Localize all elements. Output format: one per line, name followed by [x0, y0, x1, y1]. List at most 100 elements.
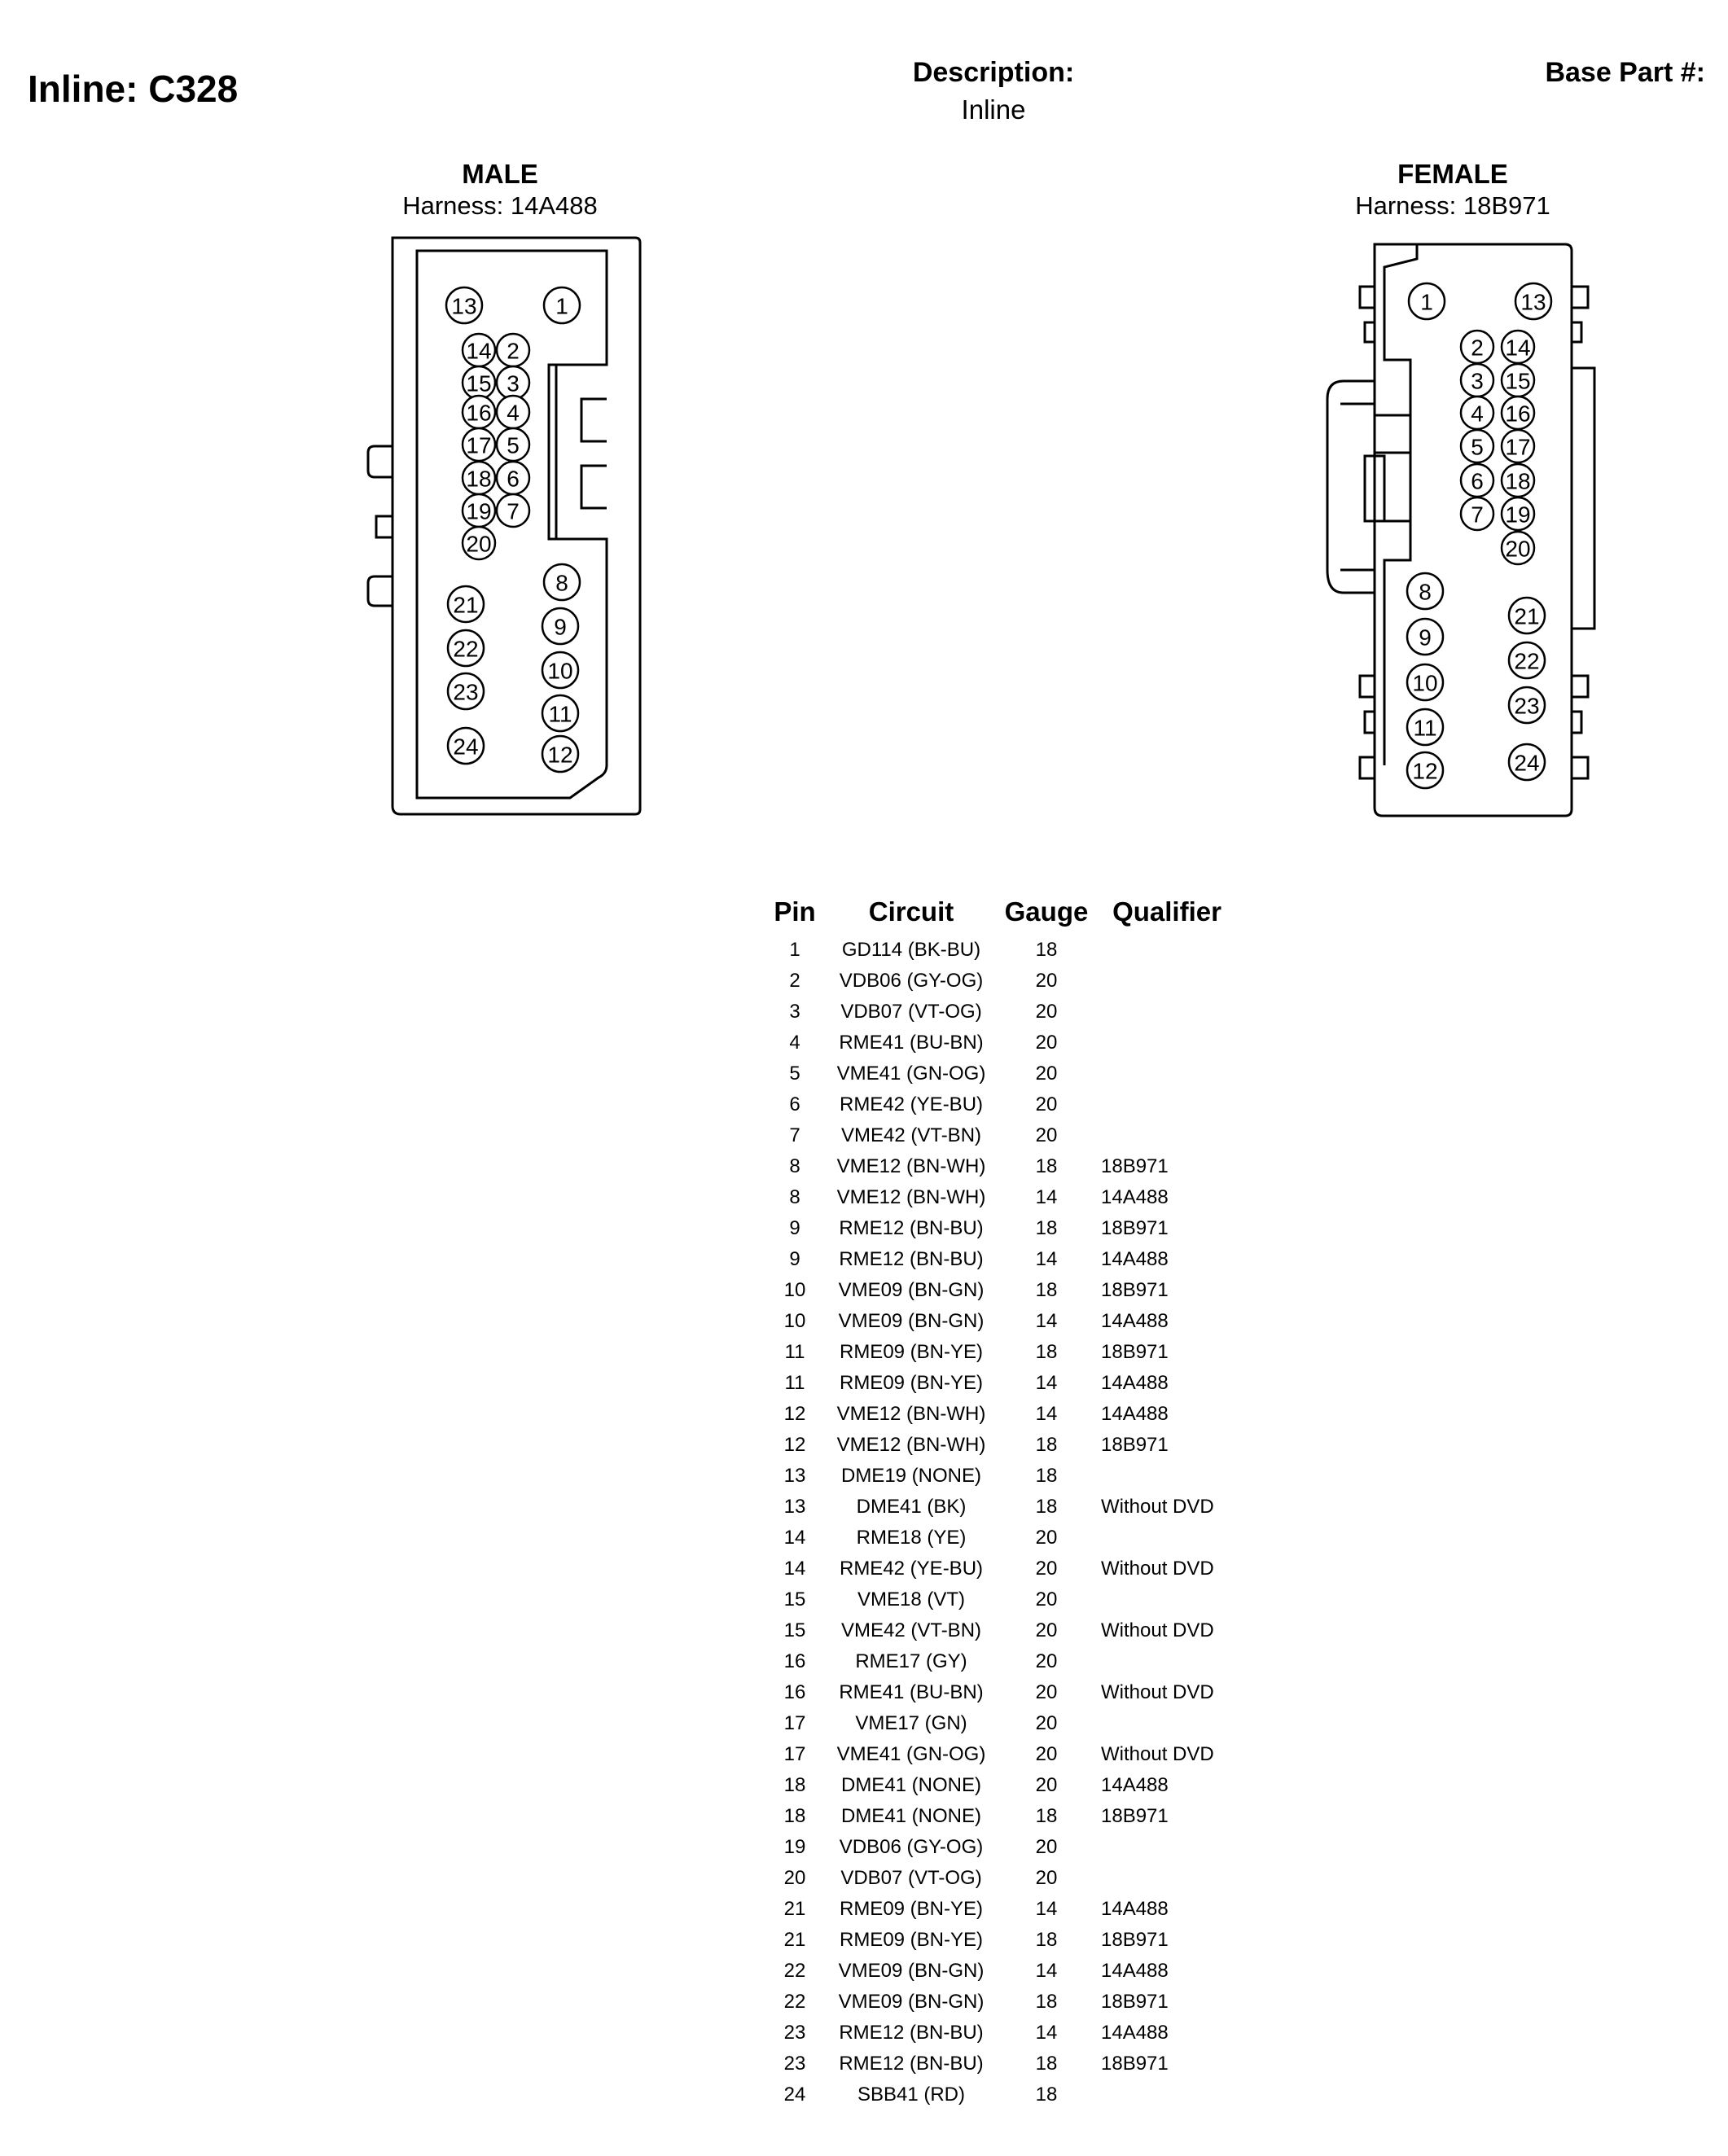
gauge-cell: 20 [1035, 1001, 1058, 1023]
svg-text:18: 18 [1505, 469, 1530, 494]
circuit-cell: RME42 (YE-BU) [839, 1093, 984, 1115]
male-pin: 18 [461, 460, 497, 496]
gauge-cell: 14 [1035, 1248, 1058, 1270]
female-pin: 4 [1459, 395, 1495, 431]
qualifier-cell: 18B971 [1101, 1155, 1169, 1177]
qualifier-cell: 14A488 [1101, 1774, 1169, 1796]
circuit-cell: RME09 (BN-YE) [839, 1372, 984, 1394]
svg-text:1: 1 [555, 294, 568, 319]
qualifier-cell: 18B971 [1101, 1929, 1169, 1951]
qualifier-cell [1094, 1089, 1239, 1120]
pin-cell: 22 [783, 1960, 806, 1982]
male-pin: 24 [446, 726, 485, 765]
circuit-cell: VME17 (GN) [855, 1712, 967, 1734]
circuit-cell: VME09 (BN-GN) [838, 1991, 985, 2013]
pin-cell: 5 [789, 1063, 800, 1085]
qualifier-cell: 14A488 [1101, 2022, 1169, 2044]
qualifier-cell [1094, 997, 1239, 1028]
svg-text:10: 10 [547, 659, 572, 684]
svg-text:19: 19 [466, 499, 491, 524]
circuit-cell: VME41 (GN-OG) [836, 1063, 986, 1085]
pin-cell: 12 [783, 1434, 806, 1456]
circuit-cell: RME18 (YE) [856, 1527, 967, 1549]
svg-text:1: 1 [1420, 290, 1433, 315]
circuit-cell: RME12 (BN-BU) [839, 2022, 984, 2044]
svg-text:17: 17 [1505, 435, 1530, 460]
male-connector-name: MALE [462, 159, 538, 189]
pin-cell: 17 [783, 1712, 806, 1734]
pin-cell: 11 [784, 1372, 805, 1394]
female-pin: 13 [1514, 282, 1553, 321]
gauge-cell: 18 [1035, 1496, 1058, 1518]
pin-cell: 17 [783, 1743, 806, 1765]
svg-text:12: 12 [547, 743, 572, 768]
svg-text:19: 19 [1505, 502, 1530, 528]
svg-text:9: 9 [554, 615, 567, 640]
circuit-cell: DME41 (BK) [856, 1496, 967, 1518]
male-pin: 9 [541, 607, 580, 646]
female-pin: 10 [1406, 663, 1445, 702]
svg-text:13: 13 [1520, 290, 1546, 315]
svg-text:5: 5 [1471, 435, 1484, 460]
svg-text:8: 8 [555, 571, 568, 596]
qualifier-cell [1094, 1461, 1239, 1492]
qualifier-cell [1094, 1646, 1239, 1677]
qualifier-cell: 18B971 [1101, 1434, 1169, 1456]
circuit-cell: VDB06 (GY-OG) [839, 1836, 984, 1858]
pin-cell: 19 [783, 1836, 806, 1858]
male-pin: 17 [461, 427, 497, 462]
gauge-cell: 18 [1035, 1805, 1058, 1827]
male-pin: 13 [445, 286, 484, 325]
circuit-cell: DME19 (NONE) [840, 1465, 982, 1487]
gauge-cell: 20 [1035, 1836, 1058, 1858]
qualifier-cell [1094, 1523, 1239, 1553]
pin-cell: 18 [783, 1774, 806, 1796]
qualifier-cell: 18B971 [1101, 1341, 1169, 1363]
pin-cell: 16 [783, 1681, 806, 1703]
pin-cell: 4 [789, 1032, 800, 1054]
female-pin: 18 [1500, 462, 1536, 498]
female-harness-label: Harness: 18B971 [1355, 191, 1550, 220]
svg-text:2: 2 [507, 339, 520, 364]
gauge-column-header: Gauge [1004, 896, 1089, 927]
pin-cell: 21 [783, 1898, 806, 1920]
gauge-cell: 20 [1035, 1063, 1058, 1085]
circuit-cell: RME09 (BN-YE) [839, 1898, 984, 1920]
pin-cell: 24 [783, 2084, 806, 2106]
gauge-cell: 20 [1035, 1712, 1058, 1734]
gauge-cell: 20 [1035, 1558, 1058, 1580]
circuit-cell: RME12 (BN-BU) [839, 1217, 984, 1239]
gauge-cell: 14 [1035, 1186, 1058, 1208]
male-pin: 6 [495, 460, 531, 496]
pin-cell: 2 [789, 970, 800, 992]
female-pin: 21 [1507, 596, 1546, 635]
male-connector-header: MALE Harness: 14A488 [256, 158, 744, 221]
circuit-cell: DME41 (NONE) [840, 1805, 982, 1827]
gauge-cell: 18 [1035, 939, 1058, 961]
gauge-cell: 18 [1035, 2084, 1058, 2106]
gauge-cell: 20 [1035, 1093, 1058, 1115]
gauge-cell: 20 [1035, 1681, 1058, 1703]
female-pin: 23 [1507, 686, 1546, 725]
svg-text:24: 24 [1514, 751, 1539, 776]
male-pin: 10 [541, 651, 580, 690]
qualifier-cell: Without DVD [1101, 1496, 1214, 1518]
female-pin: 11 [1406, 708, 1445, 747]
male-pin: 3 [495, 365, 531, 401]
pin-cell: 23 [783, 2053, 806, 2075]
gauge-cell: 14 [1035, 2022, 1058, 2044]
svg-text:3: 3 [507, 371, 520, 397]
